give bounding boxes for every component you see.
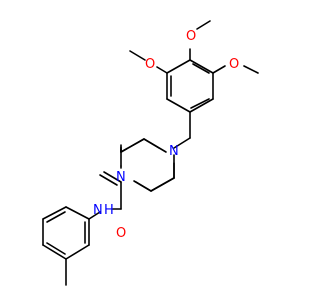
bond (212, 65, 226, 74)
bond (120, 138, 145, 153)
bond (65, 244, 90, 260)
bond (65, 206, 90, 220)
bond (42, 244, 67, 260)
bond (143, 138, 167, 153)
bond (166, 98, 191, 113)
atom-h: H (104, 203, 114, 218)
atom-labels: O O O N N O N H (93, 29, 239, 241)
atom-o: O (145, 57, 155, 72)
atom-o: O (186, 29, 196, 44)
bond (156, 66, 168, 74)
atom-o: O (229, 57, 239, 72)
bond (243, 65, 259, 74)
bond-double (46, 211, 66, 223)
bond (189, 59, 214, 74)
atom-n: N (169, 144, 179, 159)
bond-double (192, 63, 210, 74)
bond (129, 50, 146, 61)
bond (196, 20, 211, 30)
bond-double (190, 98, 210, 109)
bond (42, 206, 67, 220)
bond-double (99, 174, 118, 186)
bond (133, 180, 152, 192)
bond (189, 98, 214, 113)
bond (103, 171, 122, 183)
piperazine-ring (120, 138, 175, 192)
bond-double (46, 242, 66, 255)
atom-n: N (93, 203, 103, 218)
bond (150, 177, 175, 192)
bond (166, 59, 191, 74)
bond (173, 137, 191, 149)
molecule-structure: O O O N N O N H (42, 20, 259, 286)
bond (88, 211, 101, 220)
atom-n: N (116, 170, 126, 185)
atom-o: O (116, 226, 126, 241)
